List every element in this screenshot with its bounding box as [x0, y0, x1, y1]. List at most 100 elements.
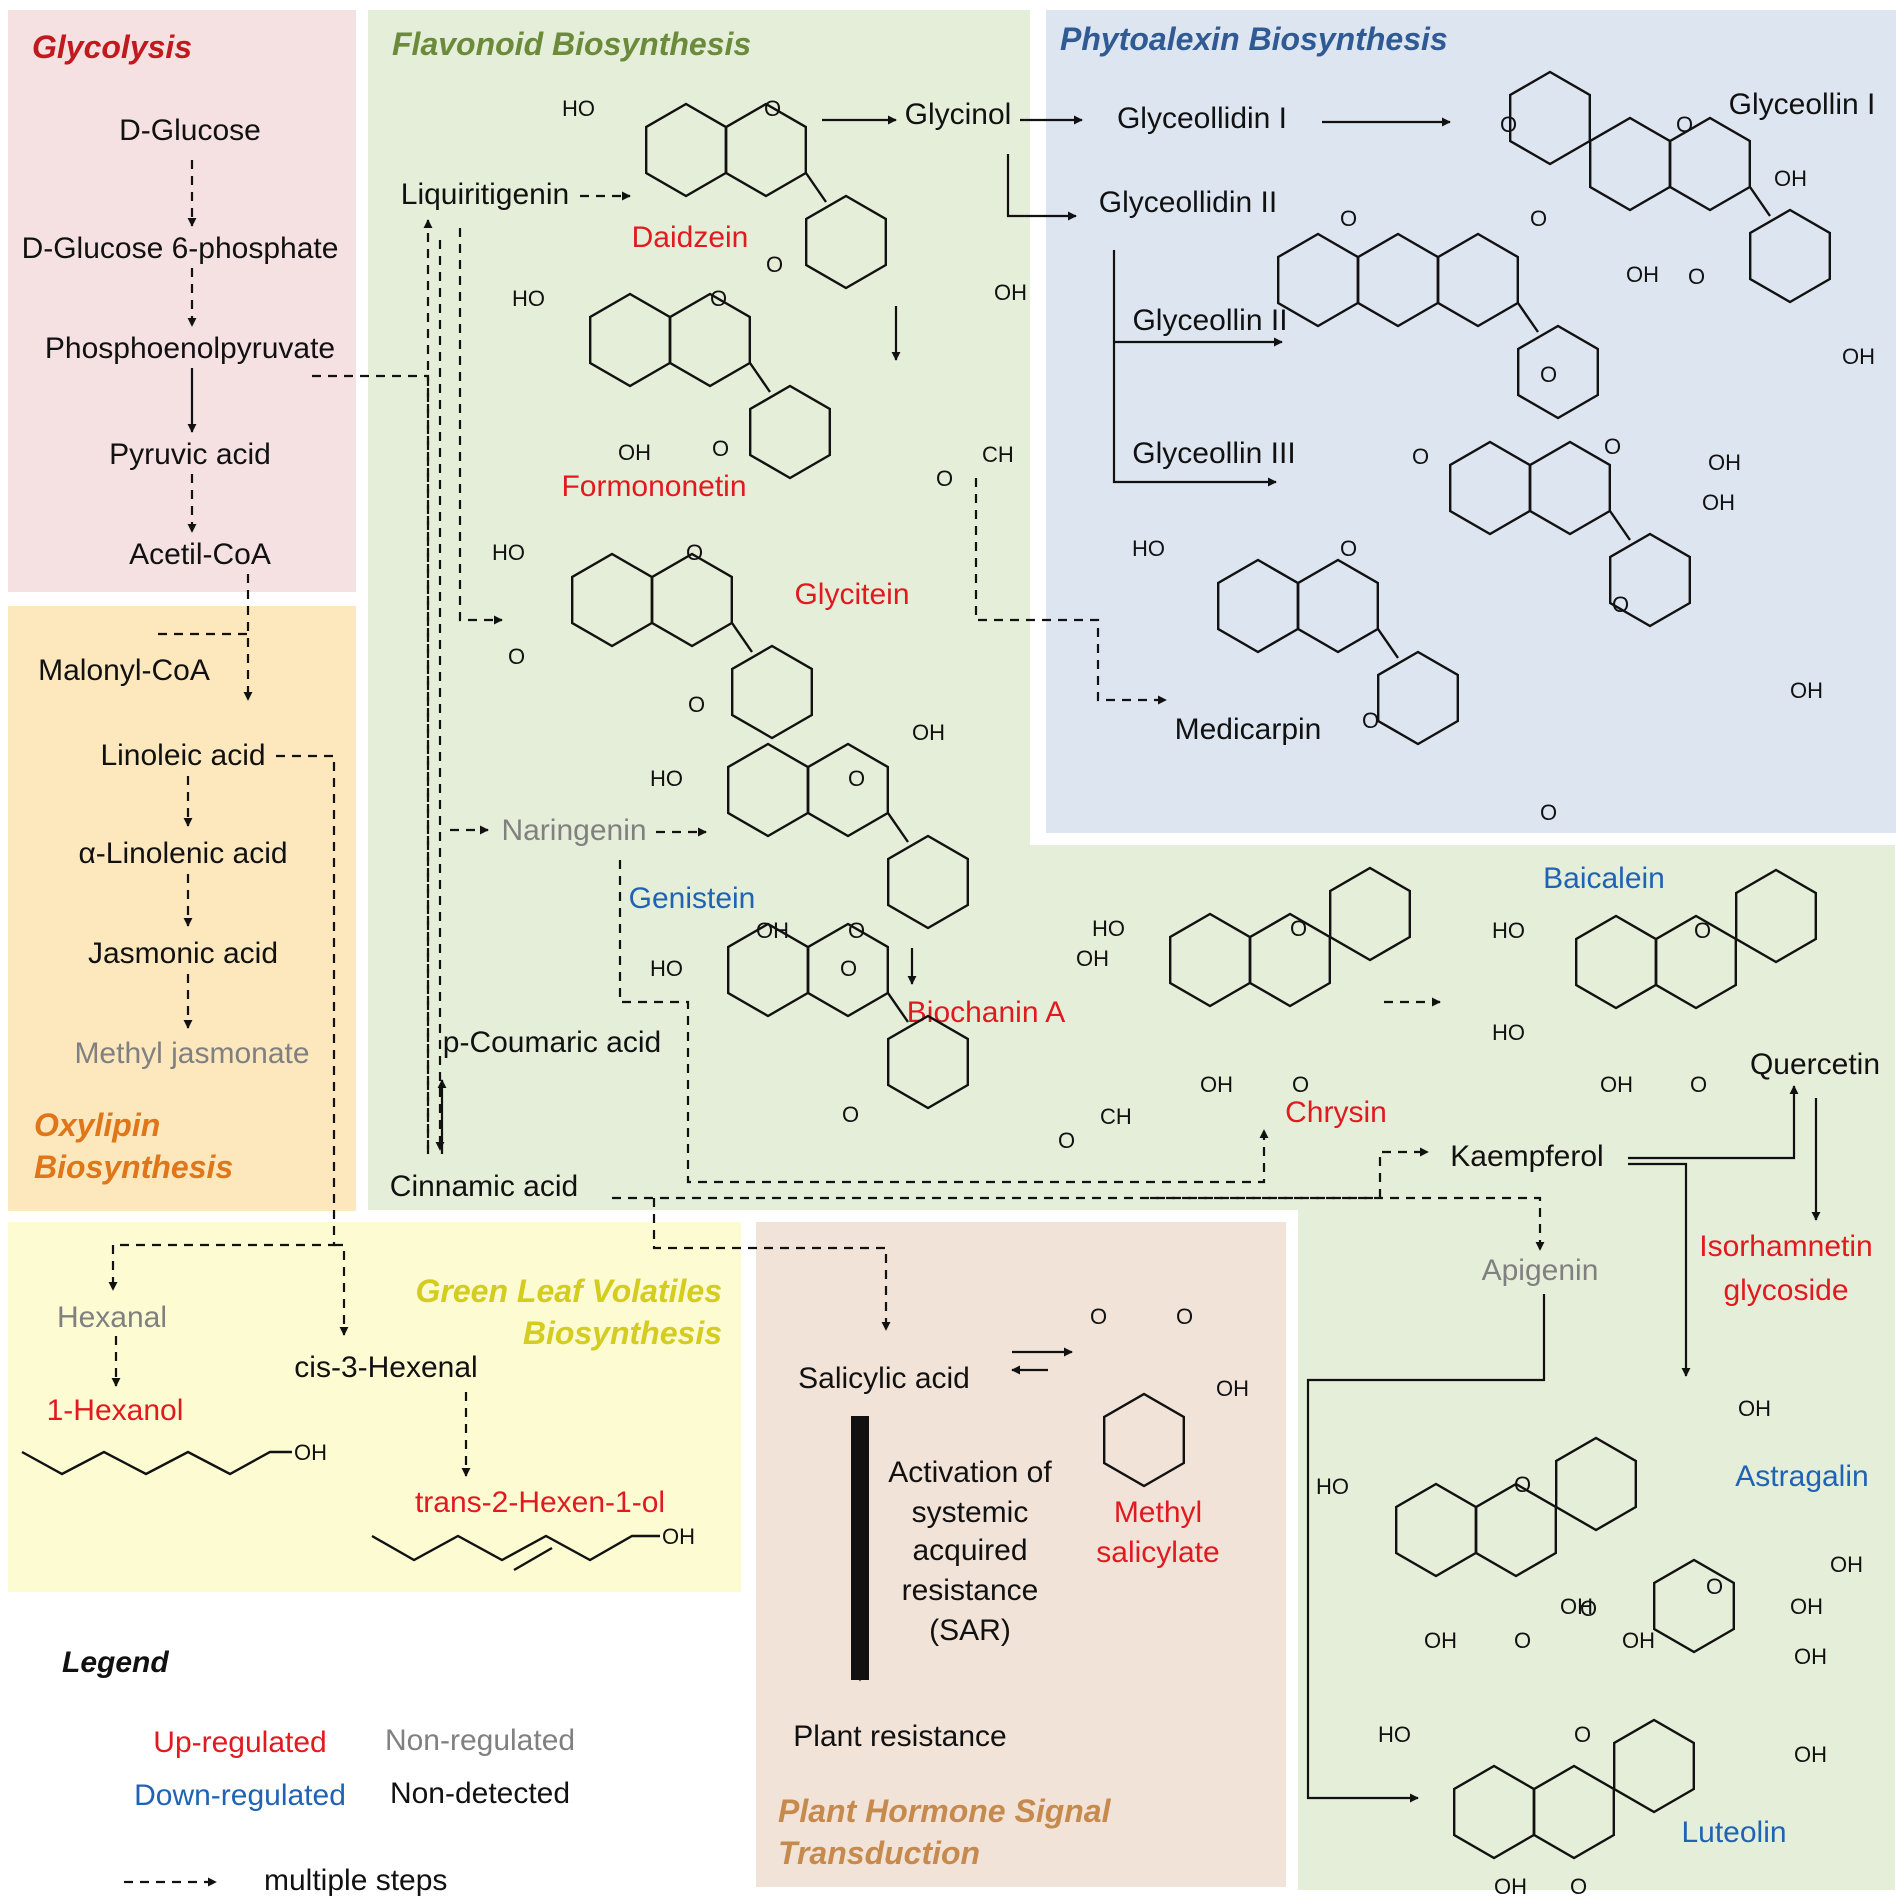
- astragalin-glucose-o: O: [1706, 1574, 1723, 1599]
- biochanin-ch3: CH: [1100, 1104, 1132, 1129]
- legend-down-regulated: Down-regulated: [134, 1779, 346, 1812]
- luteolin-4oh: OH: [1794, 1742, 1827, 1767]
- glycitein-ring-b: [731, 644, 813, 740]
- quercetin-label: Quercetin: [1750, 1048, 1880, 1081]
- glycitein-o: O: [686, 540, 703, 565]
- biochanin-ring-b: [887, 1014, 969, 1110]
- glyceollin-i-ring-b: [1748, 208, 1832, 304]
- glycolysis-arrows: [108, 160, 471, 1477]
- formononetin-ch3: CH: [982, 442, 1014, 467]
- genistein-bond: [887, 812, 909, 843]
- biochanin-keto: O: [842, 1102, 859, 1127]
- medicarpin-o2: O: [1362, 708, 1379, 733]
- glyceollin-ii-ring-c: [1436, 232, 1520, 328]
- astragalin-g-oh2: OH: [1622, 1628, 1655, 1653]
- biochanin-o: O: [840, 956, 857, 981]
- glycitein-ho: HO: [492, 540, 525, 565]
- genistein-label: Genistein: [629, 882, 756, 915]
- luteolin-3oh: OH: [1794, 1644, 1827, 1669]
- methyl-salicylate-label: Methyl: [1114, 1496, 1202, 1529]
- trans-2-hexen-1-ol-label: trans-2-Hexen-1-ol: [415, 1486, 665, 1519]
- isorhamnetin-glycoside-label: Isorhamnetin: [1699, 1230, 1872, 1263]
- glyceollin-ii-o1: O: [1340, 206, 1357, 231]
- legend-up-regulated: Up-regulated: [153, 1726, 326, 1759]
- sar-line-3: acquired: [912, 1534, 1027, 1567]
- glyceollin-iii-o2: O: [1604, 434, 1621, 459]
- baicalein-ho6: HO: [1492, 1020, 1525, 1045]
- oxylipin-panel: [8, 606, 356, 1211]
- jasmonic-acid-label: Jasmonic acid: [88, 937, 278, 970]
- plant-hormone-panel: [756, 1222, 1286, 1887]
- genistein-o: O: [848, 766, 865, 791]
- glycitein-bond: [731, 622, 753, 653]
- glyceollin-ii-oh1: OH: [1626, 262, 1659, 287]
- glyceollin-ii-label: Glyceollin II: [1132, 304, 1287, 337]
- svg-text:OH: OH: [294, 1440, 327, 1465]
- glyceollin-ii-o2: O: [1530, 206, 1547, 231]
- sar-line-2: systemic: [912, 1496, 1029, 1529]
- p-coumaric-acid-label: p-Coumaric acid: [443, 1026, 661, 1059]
- linoleic-acid-label: Linoleic acid: [100, 739, 265, 772]
- astragalin-ring-b: [1554, 1436, 1638, 1532]
- genistein-ho: HO: [650, 766, 683, 791]
- formononetin-ring-c: [669, 292, 751, 388]
- astragalin-g-oh3: OH: [1790, 1594, 1823, 1619]
- methyl-salicylate-o2: O: [1176, 1304, 1193, 1329]
- daidzein-ring-b: [805, 194, 887, 290]
- astragalin-glucose-ring: [1652, 1558, 1736, 1654]
- luteolin-o: O: [1574, 1722, 1591, 1747]
- glyceollin-iii-oh1: OH: [1702, 490, 1735, 515]
- cinnamic-acid-label: Cinnamic acid: [390, 1170, 578, 1203]
- glyceollin-i-o2: O: [1676, 112, 1693, 137]
- genistein-keto: O: [848, 918, 865, 943]
- luteolin-ho: HO: [1378, 1722, 1411, 1747]
- legend-non-detected: Non-detected: [390, 1777, 570, 1810]
- formononetin-ho: HO: [512, 286, 545, 311]
- oxylipin-heading-line2: Biosynthesis: [34, 1149, 233, 1185]
- chrysin-o: O: [1290, 916, 1307, 941]
- genistein-ring-b: [887, 834, 969, 930]
- medicarpin-bond: [1377, 628, 1399, 659]
- glyceollin-iii-o1: O: [1412, 444, 1429, 469]
- astragalin-g-oh4: OH: [1830, 1552, 1863, 1577]
- glyceollidin-i-label: Glyceollidin I: [1117, 102, 1287, 135]
- glycitein-oh: OH: [912, 720, 945, 745]
- naringenin-label: Naringenin: [501, 814, 646, 847]
- svg-text:OH: OH: [662, 1524, 695, 1549]
- luteolin-keto: O: [1570, 1874, 1587, 1899]
- glycolysis-heading: Glycolysis: [32, 29, 192, 65]
- hormone-heading-line2: Transduction: [778, 1835, 980, 1871]
- glyceollin-i-ring-c: [1668, 116, 1752, 212]
- astragalin-o: O: [1514, 1472, 1531, 1497]
- glyceollin-iii-ring-c: [1528, 440, 1612, 536]
- pyruvic-acid-label: Pyruvic acid: [109, 438, 271, 471]
- chrysin-5oh: OH: [1200, 1072, 1233, 1097]
- daidzein-oh: OH: [994, 280, 1027, 305]
- medicarpin-ho: HO: [1132, 536, 1165, 561]
- astragalin-g-oh1: OH: [1560, 1594, 1593, 1619]
- hormone-heading: Plant Hormone Signal: [778, 1793, 1112, 1829]
- methyl-jasmonate-label: Methyl jasmonate: [74, 1037, 309, 1070]
- glyceollin-iii-label: Glyceollin III: [1132, 437, 1295, 470]
- luteolin-ring-b: [1612, 1718, 1696, 1814]
- methyl-salicylate-oh: OH: [1216, 1376, 1249, 1401]
- biochanin-ho: HO: [650, 956, 683, 981]
- baicalein-label: Baicalein: [1543, 862, 1665, 895]
- methyl-salicylate-o1: O: [1090, 1304, 1107, 1329]
- daidzein-keto: O: [766, 252, 783, 277]
- hexanal-label: Hexanal: [57, 1301, 167, 1334]
- glv-heading-line2: Biosynthesis: [523, 1315, 722, 1351]
- daidzein-label: Daidzein: [632, 221, 749, 254]
- legend-multiple-steps: multiple steps: [264, 1864, 447, 1897]
- malonyl-coa-label: Malonyl-CoA: [38, 654, 210, 687]
- formononetin-o: O: [710, 286, 727, 311]
- acetil-coa-label: Acetil-CoA: [129, 538, 271, 571]
- green-leaf-volatiles-panel: [8, 1222, 741, 1592]
- sar-line-5: (SAR): [929, 1614, 1011, 1647]
- glyceollin-ii-oh2: OH: [1708, 450, 1741, 475]
- medicarpin-ring-b: [1376, 650, 1460, 746]
- glyceollin-iii-oh2: OH: [1790, 678, 1823, 703]
- d-glucose-label: D-Glucose: [119, 114, 261, 147]
- glyceollin-iii-bond: [1609, 510, 1631, 541]
